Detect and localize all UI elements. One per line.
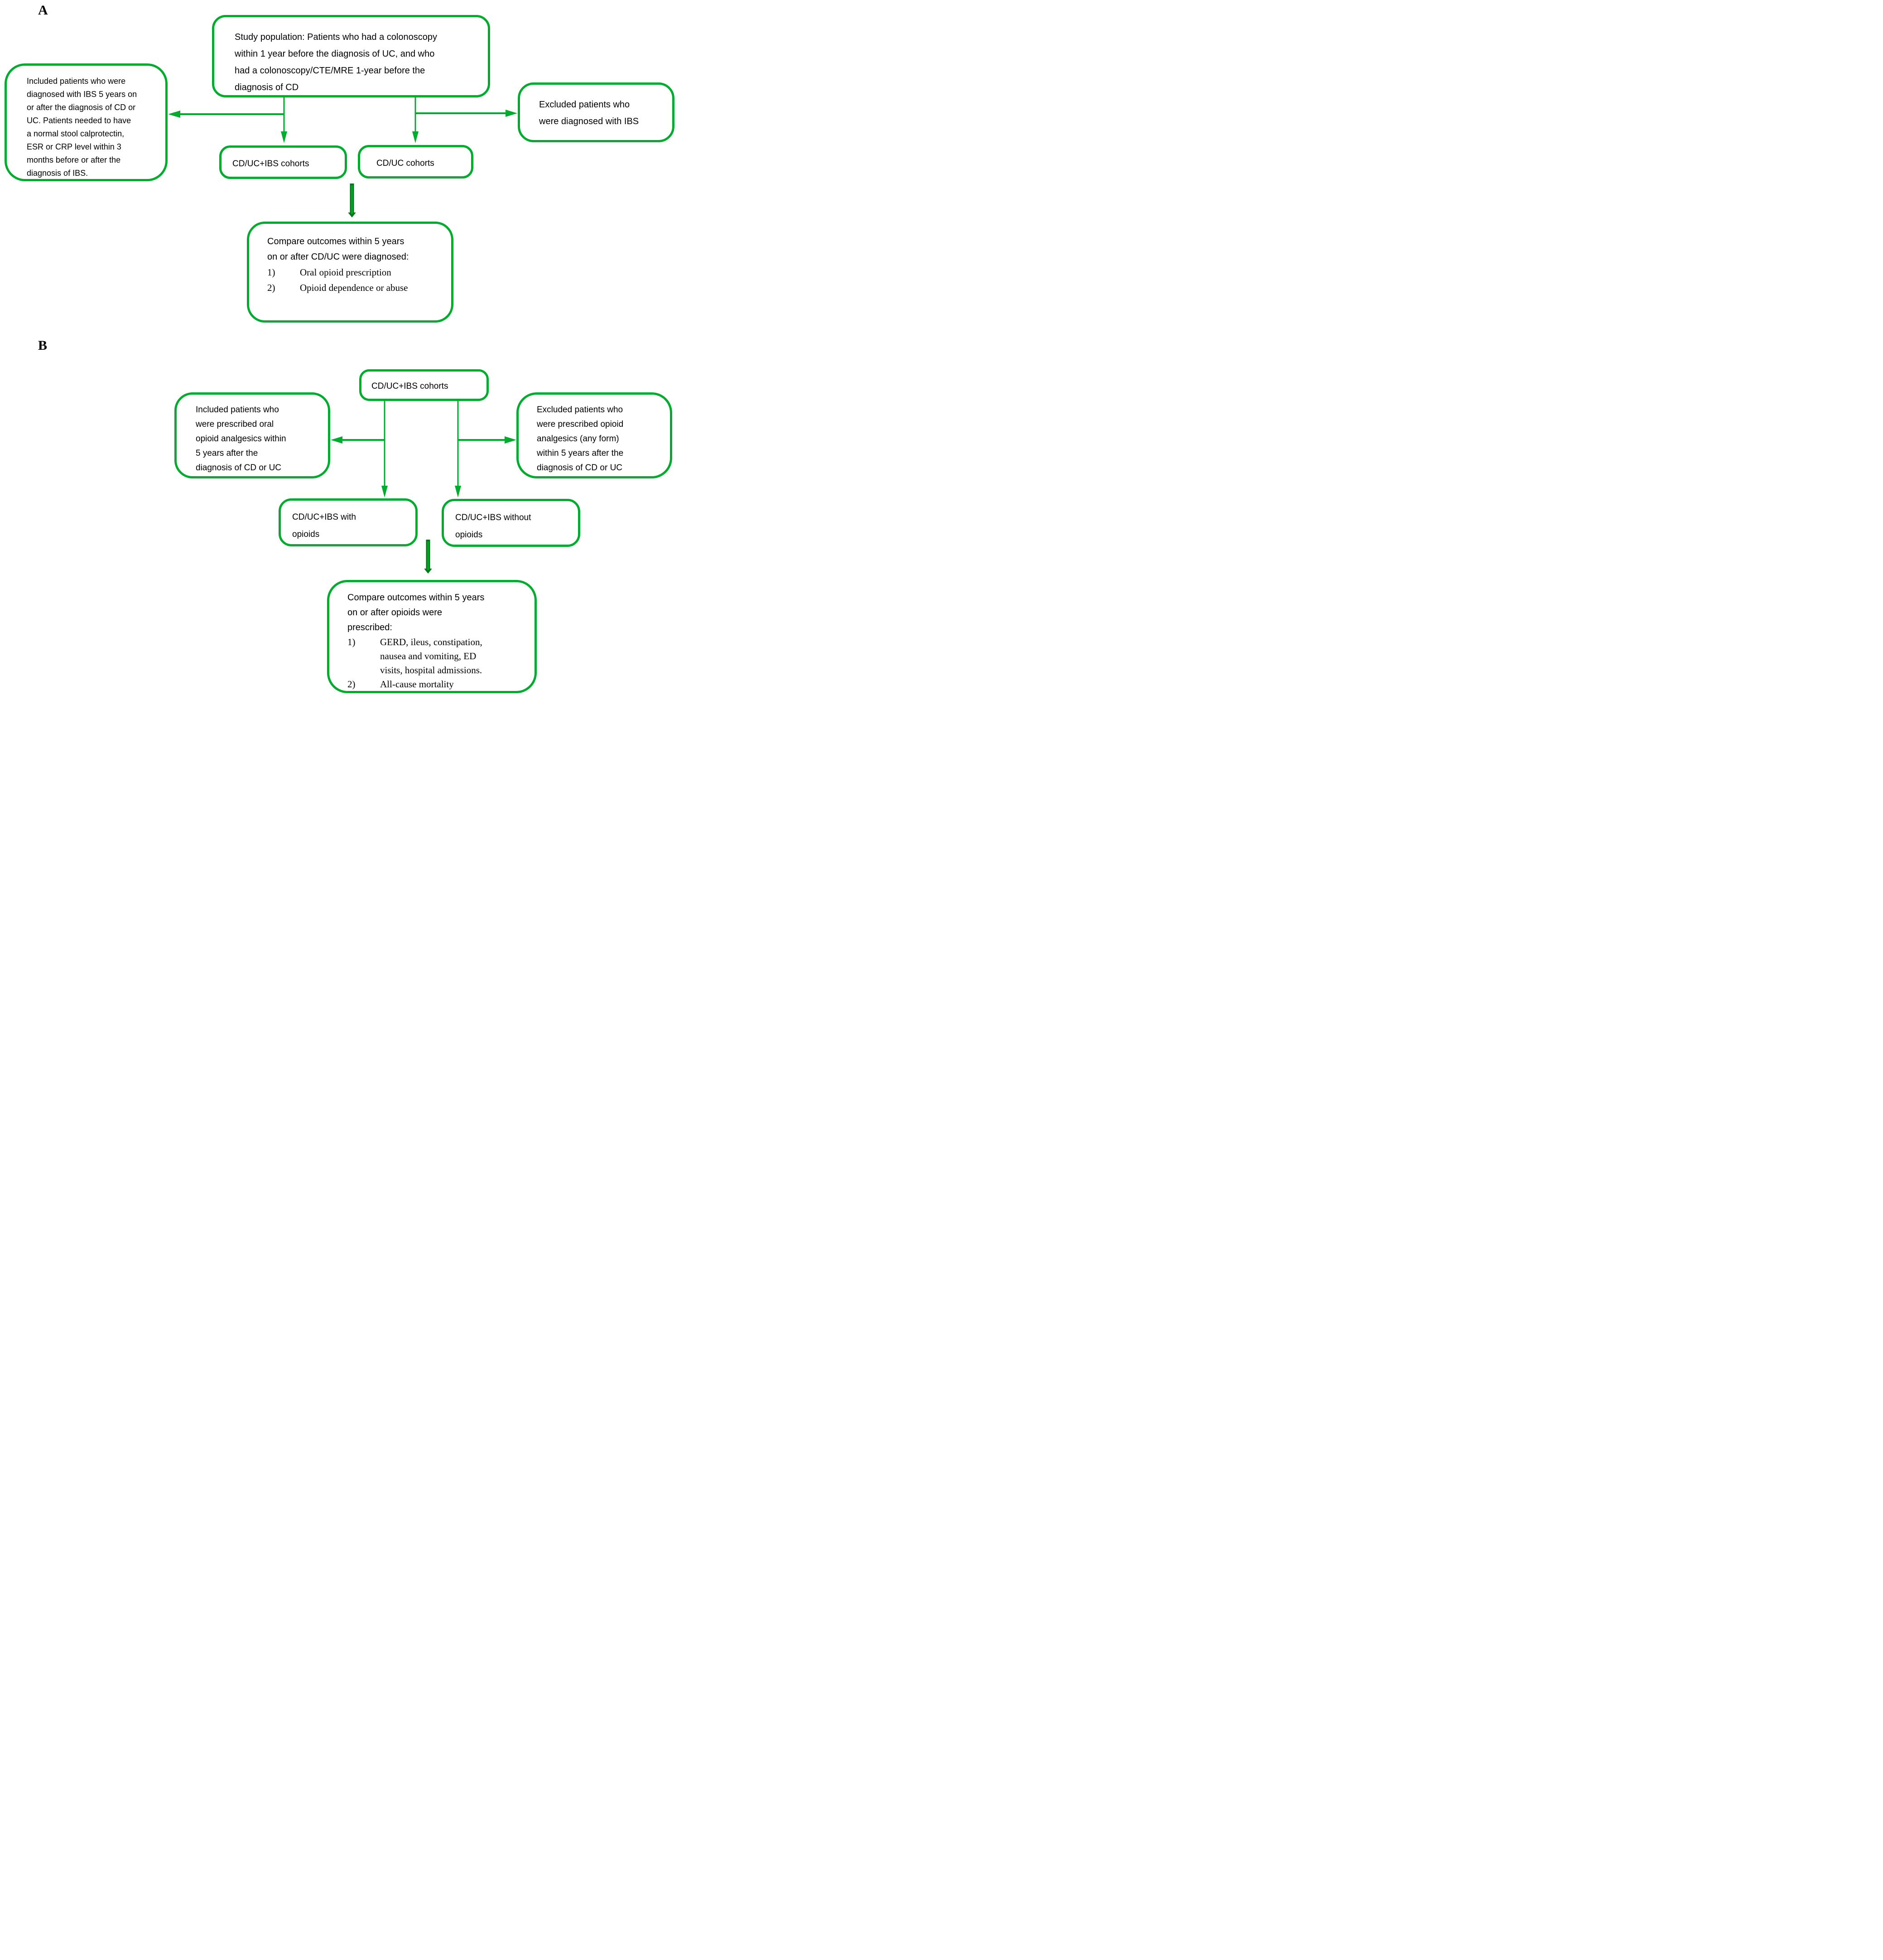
cohort-cduc-ibs-box-b: CD/UC+IBS cohorts — [359, 369, 489, 401]
excluded-criteria-box-a: Excluded patients who were diagnosed wit… — [518, 82, 674, 142]
study-population-box: Study population: Patients who had a col… — [212, 15, 490, 97]
compare-outcomes-intro-a: Compare outcomes within 5 years on or af… — [267, 237, 409, 262]
excluded-criteria-text-b: Excluded patients who were prescribed op… — [537, 405, 624, 473]
flow-diagram-figure: A Study population: Patients who had a c… — [0, 0, 679, 707]
arrow-to-included-a — [168, 111, 284, 118]
compare-outcomes-list-a: 1) Oral opioid prescription 2) Opioid de… — [267, 265, 443, 295]
list-item-text: Opioid dependence or abuse — [300, 282, 408, 293]
excluded-criteria-text-a: Excluded patients who were diagnosed wit… — [539, 100, 639, 126]
compare-outcomes-intro-b: Compare outcomes within 5 years on or af… — [347, 593, 485, 632]
arrow-to-included-b — [331, 436, 385, 444]
list-item-number: 2) — [267, 282, 275, 293]
list-item: 1) Oral opioid prescription — [267, 265, 443, 280]
compare-outcomes-box-a: Compare outcomes within 5 years on or af… — [247, 222, 453, 323]
compare-outcomes-box-b: Compare outcomes within 5 years on or af… — [327, 580, 537, 693]
cohort-cduc-text-a: CD/UC cohorts — [376, 159, 434, 168]
panel-a-label: A — [38, 3, 48, 18]
included-criteria-text-b: Included patients who were prescribed or… — [196, 405, 286, 473]
included-criteria-box-b: Included patients who were prescribed or… — [174, 392, 330, 478]
list-item: 2) All-cause mortality — [347, 677, 526, 691]
list-item-number: 1) — [347, 637, 356, 647]
excluded-criteria-box-b: Excluded patients who were prescribed op… — [516, 392, 672, 478]
included-criteria-box-a: Included patients who were diagnosed wit… — [5, 63, 168, 181]
list-item-text: Oral opioid prescription — [300, 267, 391, 278]
arrow-study-to-ibs-cohort-a — [281, 97, 287, 143]
cohort-cduc-ibs-text-a: CD/UC+IBS cohorts — [232, 159, 309, 169]
arrow-to-excluded-b — [458, 436, 516, 444]
arrow-to-excluded-a — [415, 110, 517, 117]
cohort-without-opioids-box: CD/UC+IBS without opioids — [442, 499, 580, 547]
list-item-number: 1) — [267, 267, 275, 278]
list-item: 1) GERD, ileus, constipation, nausea and… — [347, 635, 526, 677]
list-item: 2) Opioid dependence or abuse — [267, 280, 443, 295]
arrow-cohort-to-without-b — [455, 401, 461, 497]
compare-outcomes-list-b: 1) GERD, ileus, constipation, nausea and… — [347, 635, 526, 691]
list-item-number: 2) — [347, 679, 356, 690]
cohort-cduc-ibs-box-a: CD/UC+IBS cohorts — [219, 145, 347, 179]
arrow-cohort-to-with-b — [381, 401, 388, 497]
arrow-study-to-cduc-cohort-a — [412, 97, 419, 143]
study-population-text: Study population: Patients who had a col… — [235, 32, 437, 92]
cohort-cduc-box-a: CD/UC cohorts — [358, 145, 473, 179]
cohort-with-opioids-text: CD/UC+IBS with opioids — [292, 512, 356, 539]
included-criteria-text-a: Included patients who were diagnosed wit… — [27, 77, 137, 178]
list-item-text: GERD, ileus, constipation, nausea and vo… — [380, 637, 482, 676]
cohort-cduc-ibs-text-b: CD/UC+IBS cohorts — [371, 381, 448, 391]
block-arrow-compare-b — [424, 540, 432, 574]
list-item-text: All-cause mortality — [380, 679, 454, 690]
cohort-with-opioids-box: CD/UC+IBS with opioids — [279, 498, 418, 546]
cohort-without-opioids-text: CD/UC+IBS without opioids — [455, 513, 531, 540]
panel-b-label: B — [38, 338, 48, 353]
block-arrow-compare-a — [348, 183, 356, 217]
